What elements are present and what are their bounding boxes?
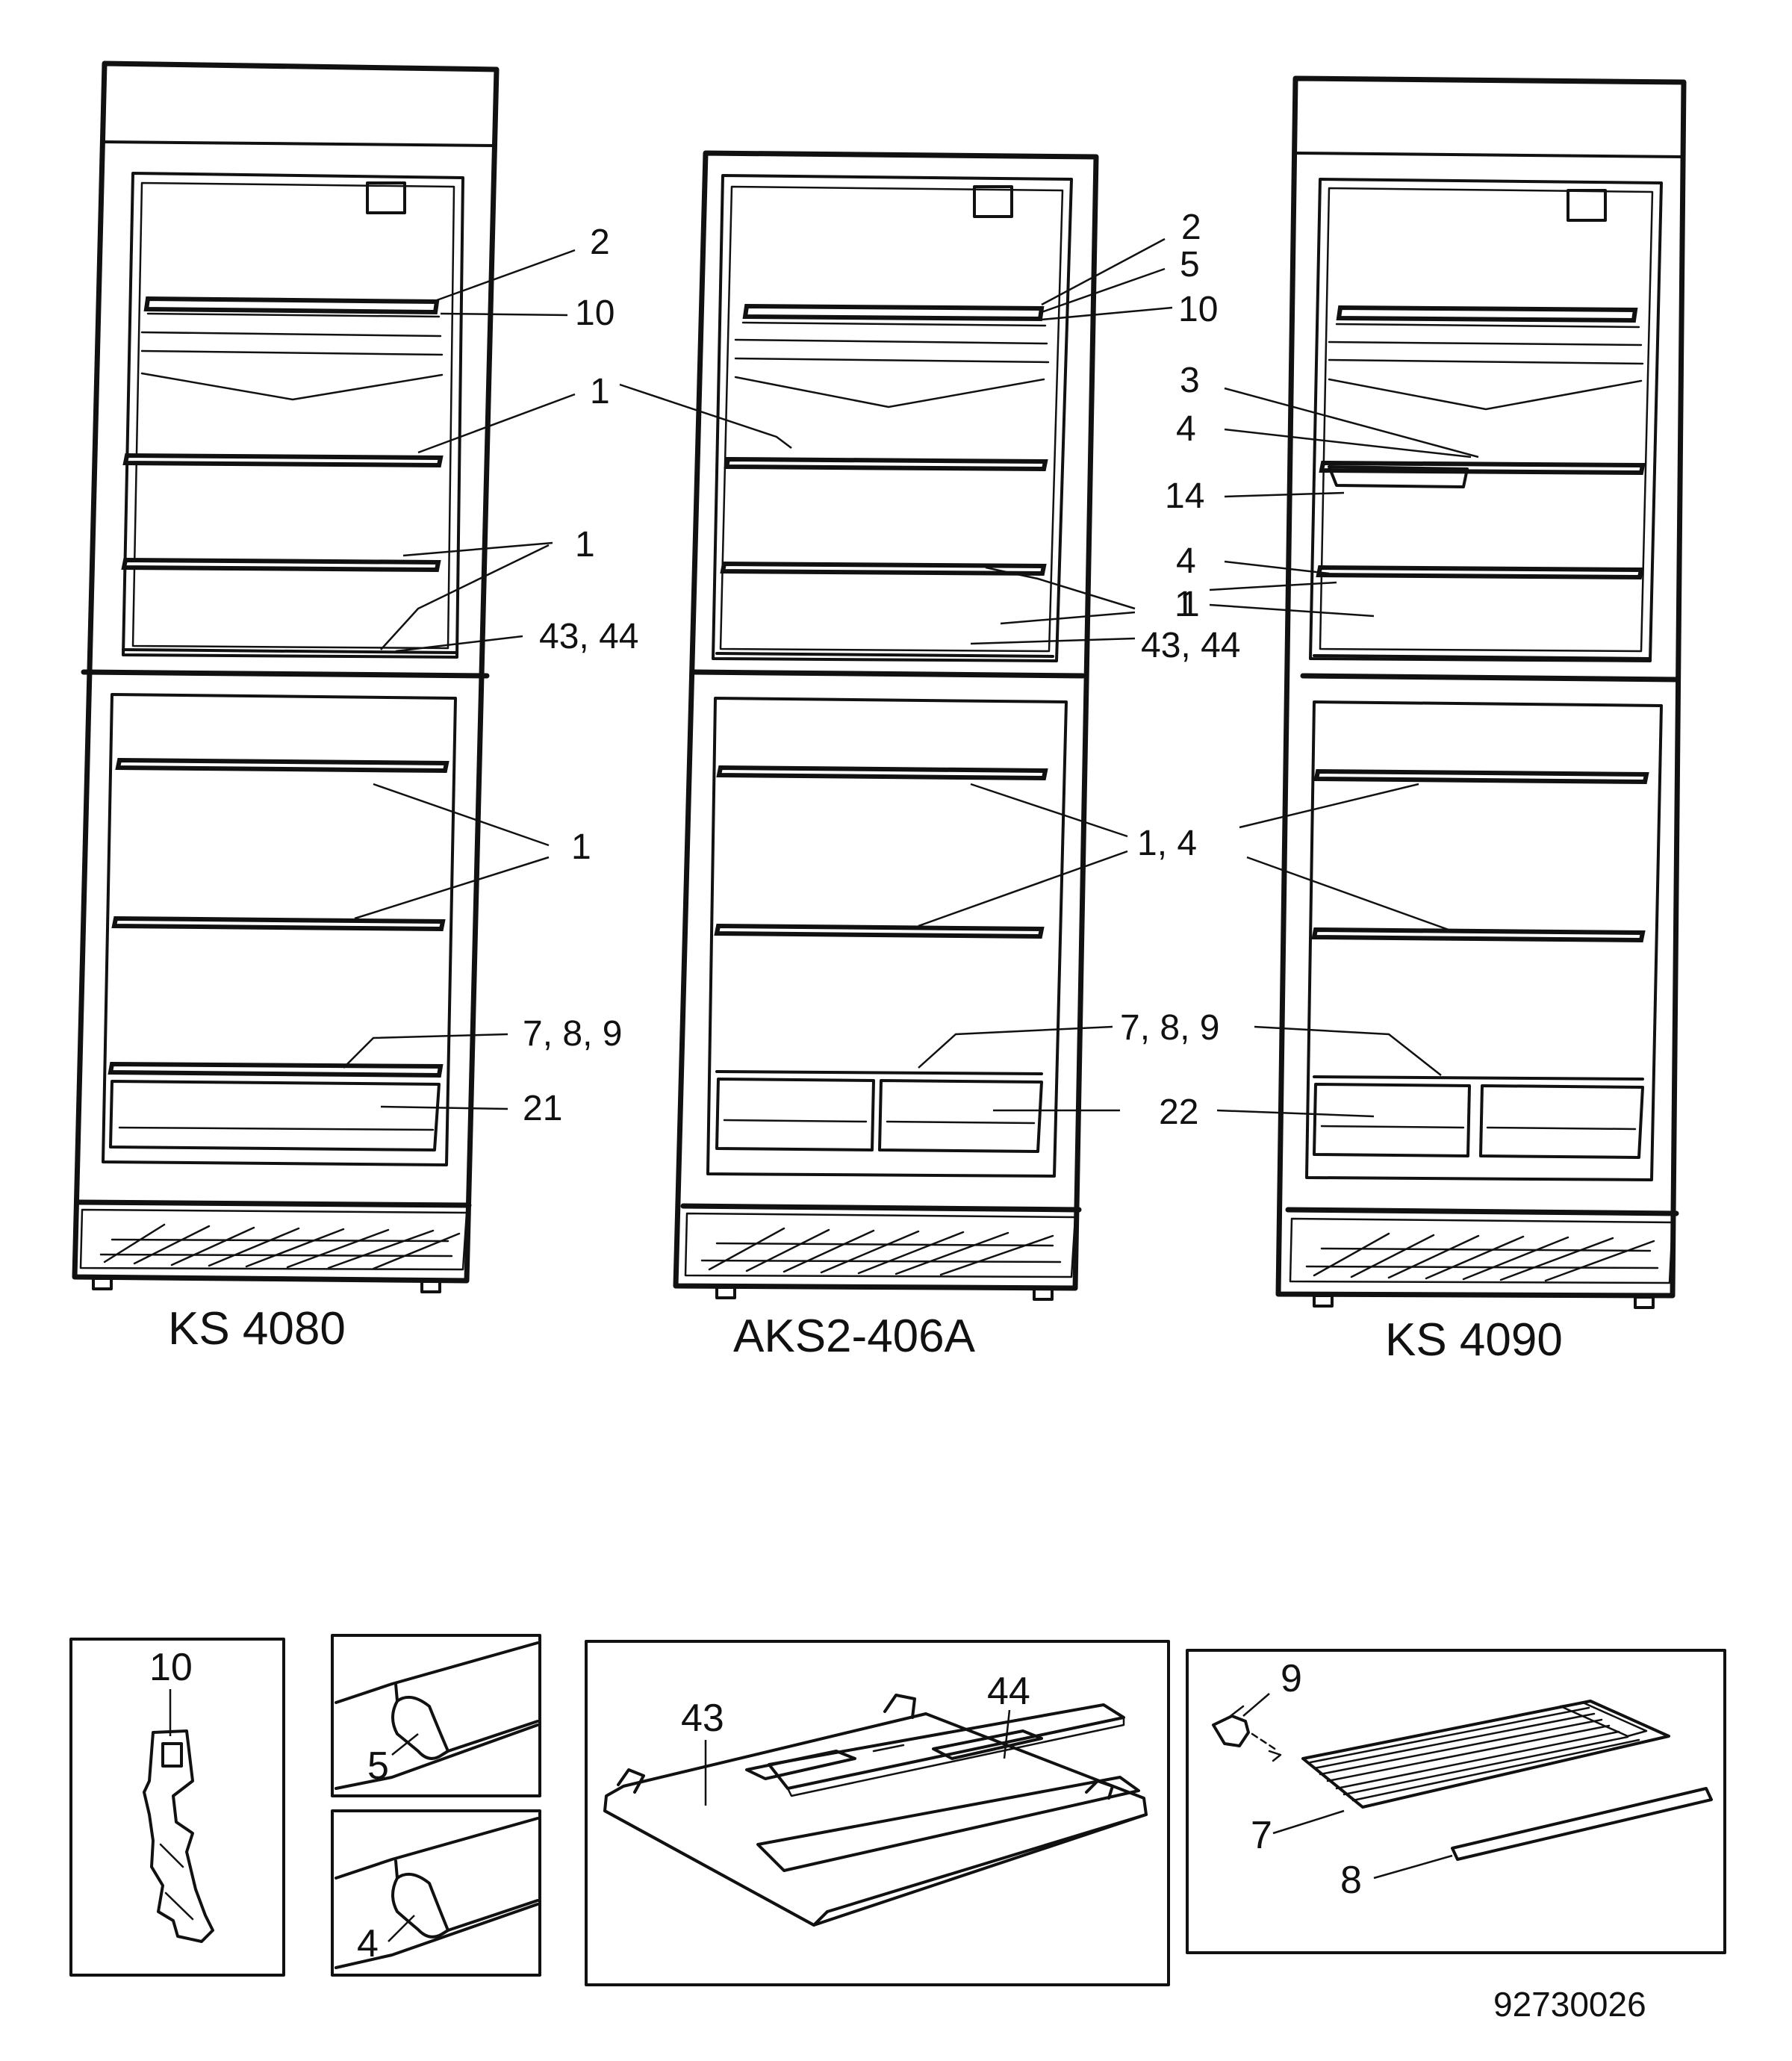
detail-label: 4 [357,1922,379,1965]
callout-label: 2 [590,223,610,262]
callout-labels-ks4090: 3 4 14 4 1 KS 4090 [1165,361,1563,1366]
callout-label: 1 [1175,585,1195,624]
callout-label: 5 [1180,245,1200,285]
detail-seal-5: 5 [331,1634,541,1797]
callout-label: 43, 44 [1141,626,1240,665]
callout-label: 2 [1181,208,1201,247]
callout-label: 10 [1178,290,1218,329]
callout-label: 14 [1165,476,1204,516]
callout-label: 1 [1180,585,1200,624]
callout-label: 7, 8, 9 [1120,1008,1219,1048]
callout-label: 1 [590,372,610,411]
fridge-ks4090 [1275,75,1687,1309]
callout-leaders-ks4090 [1209,387,1479,1118]
detail-label: 7 [1251,1814,1272,1857]
callout-label: 3 [1180,361,1200,400]
fridge-aks2-406a [673,150,1099,1301]
detail-label: 43 [681,1697,724,1740]
detail-label: 10 [149,1646,193,1689]
callout-label: 21 [523,1089,562,1128]
detail-label: 9 [1281,1657,1302,1700]
callout-label: 4 [1176,541,1196,581]
callout-leaders-ks4080 [343,249,576,1110]
detail-seal-4: 4 [331,1809,541,1977]
detail-label: 44 [987,1670,1030,1713]
detail-crisper-shelf-7-8-9: 9 7 8 [1186,1649,1726,1954]
fridge-ks4080 [72,60,500,1293]
detail-cover-panel-43-44: 43 44 [585,1640,1170,1986]
callout-label: 1, 4 [1137,824,1197,863]
model-name: AKS2-406A [733,1311,976,1362]
callout-label: 22 [1159,1092,1198,1132]
callout-labels-aks2-406a: 2 5 10 1 43, 44 1, 4 7, 8, 9 22 AKS2-406… [733,208,1240,1362]
callout-label: 10 [575,293,615,333]
detail-label: 5 [367,1744,389,1788]
callout-labels-ks4080: 2 10 1 1 43, 44 1 7, 8, 9 21 KS 4080 [168,223,638,1355]
model-name: KS 4090 [1385,1314,1563,1366]
detail-bracket-10: 10 [69,1638,285,1977]
callout-label: 4 [1176,409,1196,449]
callout-label: 43, 44 [539,617,638,656]
callout-label: 1 [575,525,595,565]
detail-label: 8 [1340,1859,1362,1902]
callout-label: 7, 8, 9 [523,1014,622,1054]
model-name: KS 4080 [168,1303,346,1355]
document-number: 92730026 [1493,1985,1646,2024]
callout-leaders-aks2-406a [619,237,1173,1112]
callout-label: 1 [571,827,591,867]
